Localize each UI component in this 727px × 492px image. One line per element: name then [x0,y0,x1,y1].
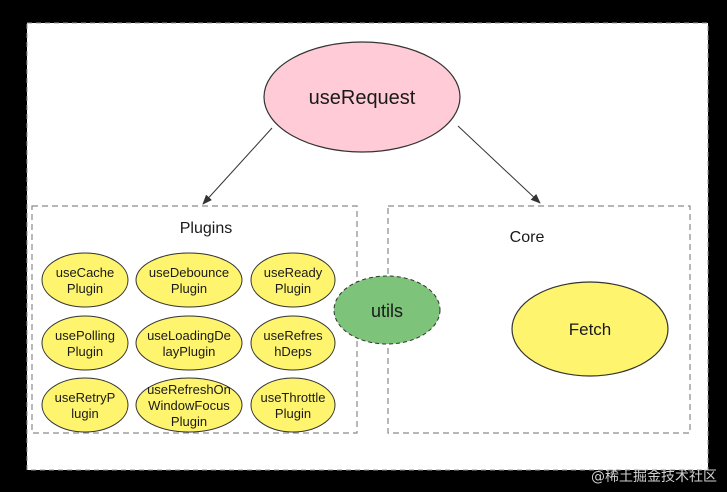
plugin-ellipse [135,315,243,371]
arrow-to-plugins [202,127,273,205]
use-request-node [263,41,461,153]
plugin-label-line: layPlugin [163,344,216,359]
plugin-label-line: lugin [71,406,98,421]
plugin-label-line: useReady [264,265,323,280]
plugin-ellipse [250,252,336,308]
plugin-label-line: useDebounce [149,265,229,280]
plugin-label-line: useRefreshOn [147,382,231,397]
plugin-label-line: useLoadingDe [147,328,231,343]
plugin-label-line: Plugin [67,281,103,296]
utils-label: utils [371,301,403,321]
plugin-ellipse [135,252,243,308]
plugin-label-line: hDeps [274,344,312,359]
plugin-ellipse [135,377,243,433]
plugins-title: Plugins [180,220,232,237]
core-title: Core [510,229,545,246]
plugin-ellipse [41,377,129,433]
plugin-ellipse [41,252,129,308]
plugins-container [31,205,358,434]
plugin-ellipse [250,377,336,433]
use-request-label: useRequest [309,87,416,109]
plugin-label-line: WindowFocus [148,398,230,413]
plugin-label-line: Plugin [275,281,311,296]
utils-node [333,275,441,345]
plugin-label-line: Plugin [67,344,103,359]
plugin-label-line: Plugin [275,406,311,421]
plugin-label-line: useRefres [263,328,323,343]
watermark: @稀土掘金技术社区 [591,469,717,485]
plugin-label-line: useRetryP [55,390,116,405]
arrow-to-core [457,125,541,204]
plugin-label-line: Plugin [171,281,207,296]
plugin-label-line: usePolling [55,328,115,343]
plugin-nodes: useCachePluginuseDebouncePluginuseReadyP… [41,252,336,433]
plugin-label-line: useThrottle [260,390,325,405]
plugin-ellipse [250,315,336,371]
plugin-label-line: Plugin [171,414,207,429]
plugin-label-line: useCache [56,265,115,280]
plugin-ellipse [41,315,129,371]
fetch-label: Fetch [569,320,612,339]
fetch-node [511,281,669,377]
